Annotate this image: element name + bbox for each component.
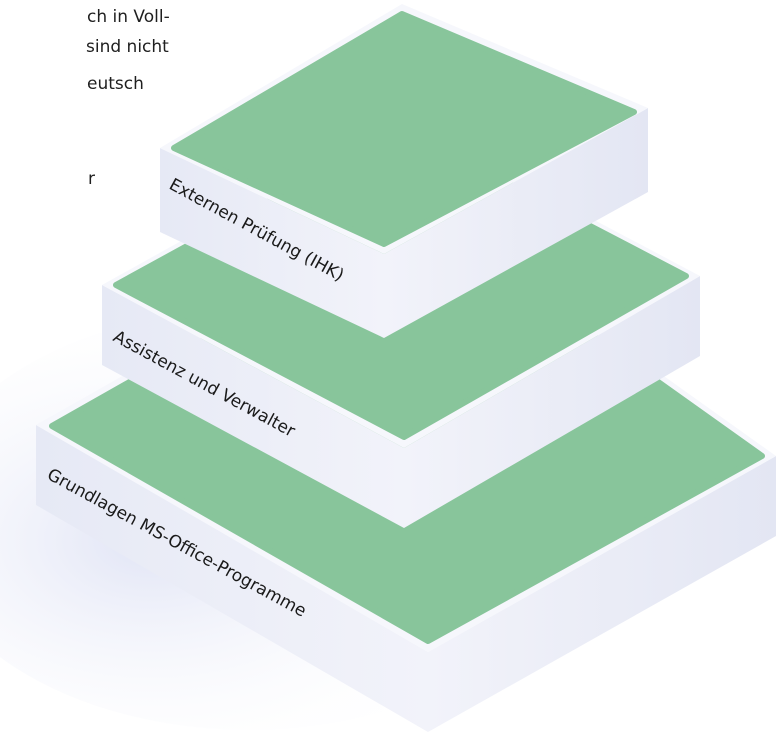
tier-middle-left-side [102, 285, 404, 528]
tier-top-left-side [160, 148, 384, 338]
background-text-line: r [88, 169, 95, 189]
background-text-line: eutsch [87, 74, 144, 94]
background-text-line: sind nicht [86, 37, 169, 57]
tier-bottom-right-side [428, 456, 776, 732]
tier-top-right-side [384, 108, 648, 338]
tier-bottom-left-side [36, 425, 428, 732]
tier-middle-right-side [404, 276, 700, 528]
background-text-line: ch in Voll- [87, 7, 170, 27]
tier-top-green-face [171, 11, 637, 247]
tier-top [160, 4, 648, 338]
